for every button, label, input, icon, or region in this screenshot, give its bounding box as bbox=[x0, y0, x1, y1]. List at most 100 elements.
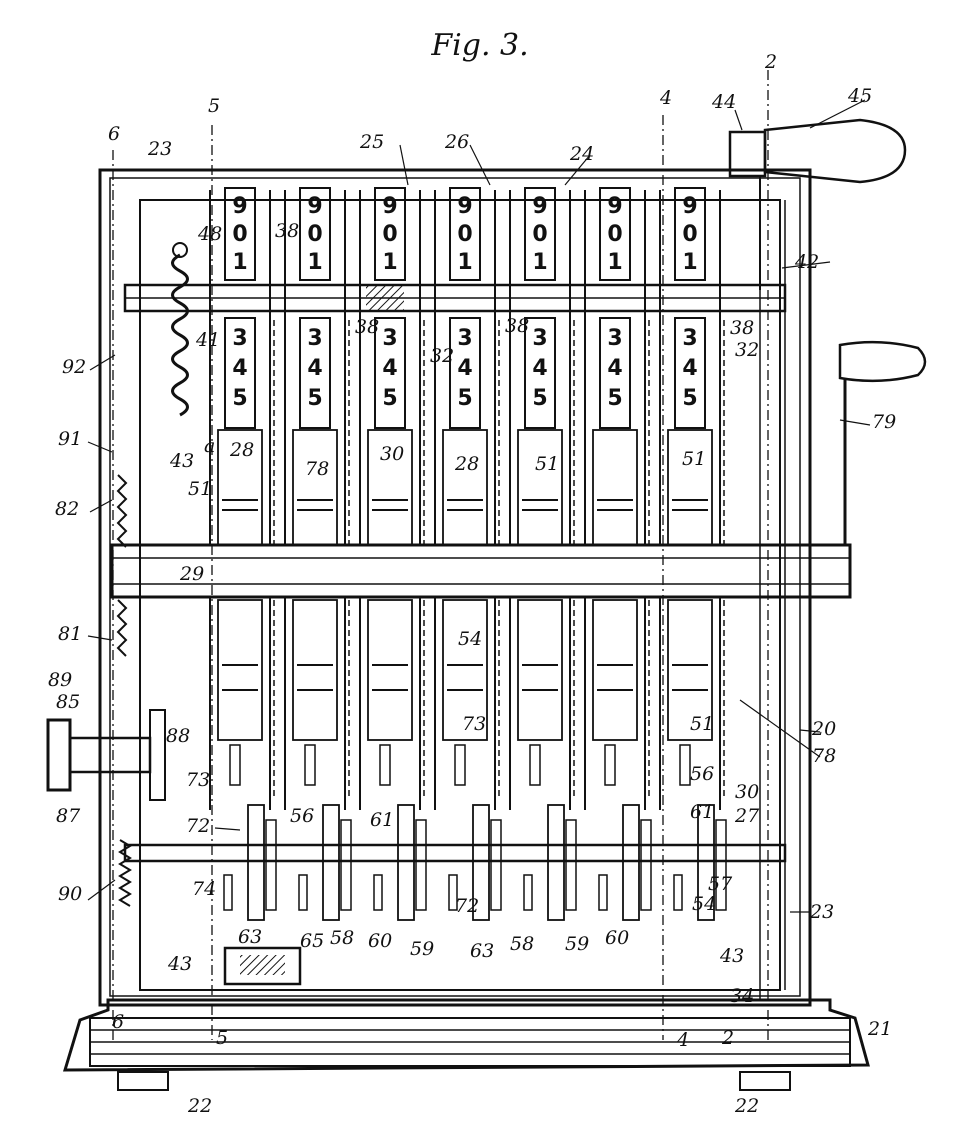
leader-line bbox=[87, 441, 113, 453]
leader-line bbox=[87, 879, 116, 901]
reference-label: 73 bbox=[462, 713, 486, 735]
leader-line bbox=[799, 729, 821, 733]
top-wheel-digit: 0 bbox=[232, 222, 247, 247]
section-mark: 4 bbox=[676, 1029, 689, 1051]
lower-wheel-digit: 3 bbox=[607, 326, 622, 351]
top-wheel-digit: 1 bbox=[607, 250, 622, 275]
upper-shaft-42 bbox=[123, 283, 787, 313]
reference-label: 60 bbox=[368, 930, 392, 952]
knob-87 bbox=[46, 709, 166, 801]
lower-wheel-digit: 5 bbox=[382, 386, 397, 411]
reference-label: 23 bbox=[147, 138, 172, 160]
reference-label: 32 bbox=[430, 345, 454, 367]
reference-label: 59 bbox=[565, 933, 589, 955]
reference-label: 22 bbox=[734, 1095, 759, 1117]
reference-label: 58 bbox=[510, 933, 534, 955]
reference-label: 30 bbox=[380, 443, 404, 465]
reference-label: 23 bbox=[809, 901, 834, 923]
reference-label: 21 bbox=[867, 1018, 892, 1040]
top-wheel-digit: 1 bbox=[232, 250, 247, 275]
top-wheel-digit: 9 bbox=[382, 194, 397, 219]
reference-label: 34 bbox=[730, 985, 754, 1007]
lower-wheel-digit: 5 bbox=[532, 386, 547, 411]
reference-label: a bbox=[204, 435, 215, 457]
top-wheel-digit: 1 bbox=[307, 250, 322, 275]
top-wheel-digit: 9 bbox=[232, 194, 247, 219]
reference-label: 25 bbox=[359, 131, 384, 153]
lower-wheel-digit: 4 bbox=[457, 356, 472, 381]
leader-line bbox=[469, 144, 491, 186]
reference-label: 28 bbox=[229, 439, 254, 461]
lower-shaft-57 bbox=[123, 843, 787, 863]
lower-wheel-digit: 5 bbox=[607, 386, 622, 411]
reference-label: 43 bbox=[167, 953, 192, 975]
leader-line bbox=[399, 144, 409, 186]
leader-line bbox=[734, 109, 743, 131]
spring-82 bbox=[116, 474, 128, 657]
top-wheel-digit: 1 bbox=[382, 250, 397, 275]
leader-line bbox=[781, 261, 831, 269]
leader-line bbox=[214, 827, 241, 831]
section-mark: 4 bbox=[659, 87, 672, 109]
wheel-unit: 9 0 1 3 4 5 bbox=[509, 187, 577, 921]
leader-line bbox=[839, 419, 871, 426]
reference-label: 38 bbox=[505, 315, 529, 337]
reference-label: 87 bbox=[56, 805, 81, 827]
reference-label: 59 bbox=[410, 938, 434, 960]
main-shaft-29 bbox=[110, 543, 852, 599]
reference-label: 32 bbox=[735, 339, 759, 361]
reference-label: 54 bbox=[458, 628, 482, 650]
lower-wheel-digit: 3 bbox=[232, 326, 247, 351]
lower-wheel-digit: 5 bbox=[457, 386, 472, 411]
reference-label: 22 bbox=[187, 1095, 212, 1117]
reference-label: 72 bbox=[455, 895, 479, 917]
reference-label: 38 bbox=[355, 316, 379, 338]
lower-wheel-digit: 4 bbox=[382, 356, 397, 381]
side-handle-79 bbox=[838, 340, 927, 545]
reference-label: 51 bbox=[535, 453, 559, 475]
top-wheel-digit: 9 bbox=[682, 194, 697, 219]
reference-label: 51 bbox=[682, 448, 706, 470]
lower-wheel-digit: 3 bbox=[532, 326, 547, 351]
section-mark: 5 bbox=[208, 95, 220, 117]
reference-label: 56 bbox=[290, 805, 314, 827]
top-wheel-digit: 1 bbox=[457, 250, 472, 275]
reference-label: 78 bbox=[812, 745, 836, 767]
spring-90 bbox=[118, 839, 132, 907]
reference-label: 43 bbox=[719, 945, 744, 967]
top-wheel-digit: 0 bbox=[607, 222, 622, 247]
reference-label: 58 bbox=[330, 927, 354, 949]
reference-label: 89 bbox=[48, 669, 72, 691]
reference-label: 28 bbox=[454, 453, 479, 475]
top-wheel-digit: 1 bbox=[532, 250, 547, 275]
reference-label: 81 bbox=[58, 623, 82, 645]
top-wheel-digit: 9 bbox=[532, 194, 547, 219]
reference-label: 90 bbox=[58, 883, 82, 905]
reference-label: 61 bbox=[370, 809, 394, 831]
reference-label: 26 bbox=[444, 131, 469, 153]
reference-label: 91 bbox=[58, 428, 82, 450]
lower-wheel-digit: 4 bbox=[532, 356, 547, 381]
spring-43a bbox=[171, 242, 189, 417]
leader-line bbox=[89, 499, 113, 513]
lower-wheel-digit: 5 bbox=[307, 386, 322, 411]
leader-line bbox=[739, 699, 821, 758]
top-wheel-digit: 9 bbox=[457, 194, 472, 219]
reference-label: 65 bbox=[300, 930, 324, 952]
top-wheel-digit: 0 bbox=[457, 222, 472, 247]
reference-label: 41 bbox=[195, 329, 220, 351]
reference-label: 30 bbox=[735, 781, 759, 803]
reference-label: 61 bbox=[690, 801, 714, 823]
box-65 bbox=[223, 946, 302, 986]
reference-label: 79 bbox=[872, 411, 896, 433]
reference-label: 48 bbox=[197, 223, 222, 245]
reference-label: 88 bbox=[166, 725, 190, 747]
reference-label: 85 bbox=[56, 691, 80, 713]
reference-label: 51 bbox=[188, 478, 212, 500]
top-wheel-digit: 0 bbox=[532, 222, 547, 247]
